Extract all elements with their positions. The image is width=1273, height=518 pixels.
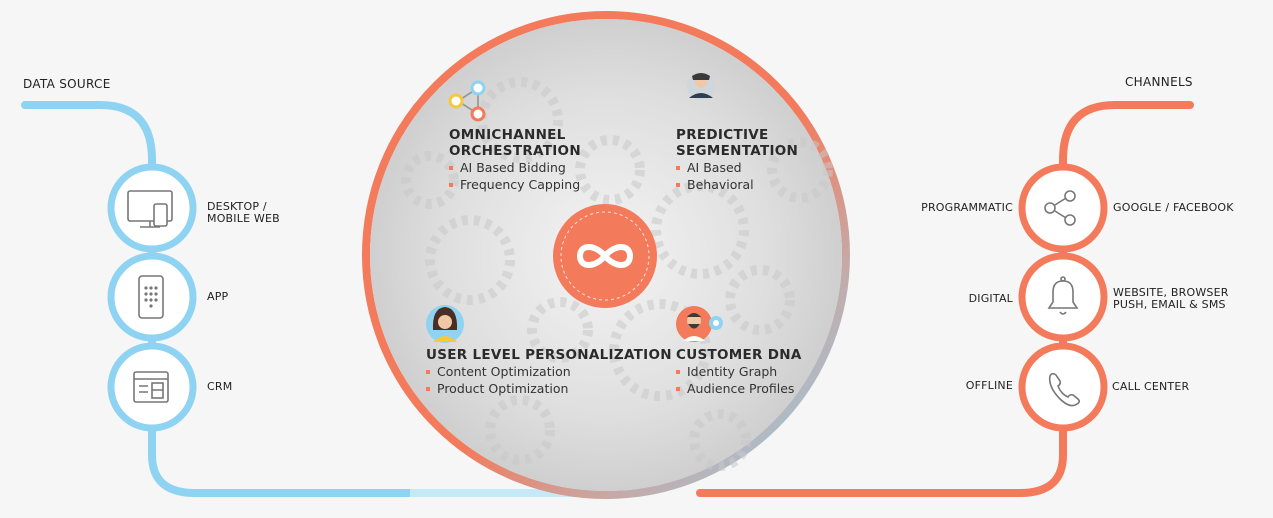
source-label-crm: CRM bbox=[207, 380, 233, 393]
bell-icon bbox=[1047, 276, 1079, 315]
crm-icon bbox=[133, 371, 169, 403]
source-label-web: DESKTOP / MOBILE WEB bbox=[207, 200, 280, 225]
channel-right-label-website-push: WEBSITE, BROWSER PUSH, EMAIL & SMS bbox=[1113, 286, 1229, 311]
source-circle-app[interactable] bbox=[107, 252, 197, 342]
block-title: PREDICTIVE SEGMENTATION bbox=[676, 127, 799, 159]
channel-right-label-call-center: CALL CENTER bbox=[1112, 380, 1190, 393]
woman-avatar-icon bbox=[426, 305, 464, 343]
bearded-man-icon bbox=[676, 306, 723, 342]
block-bullet: Product Optimization bbox=[426, 380, 672, 397]
block-title: USER LEVEL PERSONALIZATION bbox=[426, 347, 672, 363]
share-icon bbox=[1044, 190, 1076, 226]
channels-line bbox=[696, 101, 1194, 497]
phone-icon bbox=[1048, 372, 1081, 407]
source-circle-crm[interactable] bbox=[107, 342, 197, 432]
source-circle-web[interactable] bbox=[107, 163, 197, 253]
customer-dna-block: CUSTOMER DNA Identity Graph Audience Pro… bbox=[676, 347, 802, 397]
data-source-line bbox=[21, 101, 564, 497]
app-keypad-icon bbox=[138, 275, 164, 319]
block-bullet: Audience Profiles bbox=[676, 380, 802, 397]
block-bullet: AI Based Bidding bbox=[449, 159, 581, 176]
channel-left-label-digital: DIGITAL bbox=[968, 292, 1013, 305]
user-level-personalization-block: USER LEVEL PERSONALIZATION Content Optim… bbox=[426, 347, 672, 397]
channel-circle-programmatic[interactable] bbox=[1018, 163, 1108, 253]
channel-left-label-offline: OFFLINE bbox=[965, 379, 1013, 392]
channels-header: CHANNELS bbox=[1125, 75, 1193, 89]
infinity-medallion bbox=[553, 204, 657, 308]
channel-left-label-programmatic: PROGRAMMATIC bbox=[921, 201, 1013, 214]
desktop-mobile-icon bbox=[127, 190, 173, 228]
data-source-header: DATA SOURCE bbox=[23, 77, 111, 91]
block-bullet: Identity Graph bbox=[676, 363, 802, 380]
central-circle-ring bbox=[362, 11, 850, 499]
channel-circle-offline[interactable] bbox=[1018, 342, 1108, 432]
businessman-icon bbox=[687, 72, 715, 100]
omnichannel-orchestration-block: OMNICHANNEL ORCHESTRATION AI Based Biddi… bbox=[449, 127, 581, 193]
channel-circle-digital[interactable] bbox=[1018, 252, 1108, 342]
block-bullet: Frequency Capping bbox=[449, 176, 581, 193]
infinity-icon bbox=[576, 244, 634, 268]
block-title: OMNICHANNEL ORCHESTRATION bbox=[449, 127, 581, 159]
block-bullet: Content Optimization bbox=[426, 363, 672, 380]
network-nodes-icon bbox=[448, 80, 486, 122]
block-title: CUSTOMER DNA bbox=[676, 347, 802, 363]
channel-right-label-google-facebook: GOOGLE / FACEBOOK bbox=[1113, 201, 1234, 214]
source-label-app: APP bbox=[207, 290, 229, 303]
block-bullet: Behavioral bbox=[676, 176, 798, 193]
predictive-segmentation-block: PREDICTIVE SEGMENTATION AI Based Behavio… bbox=[676, 127, 798, 193]
block-bullet: AI Based bbox=[676, 159, 798, 176]
